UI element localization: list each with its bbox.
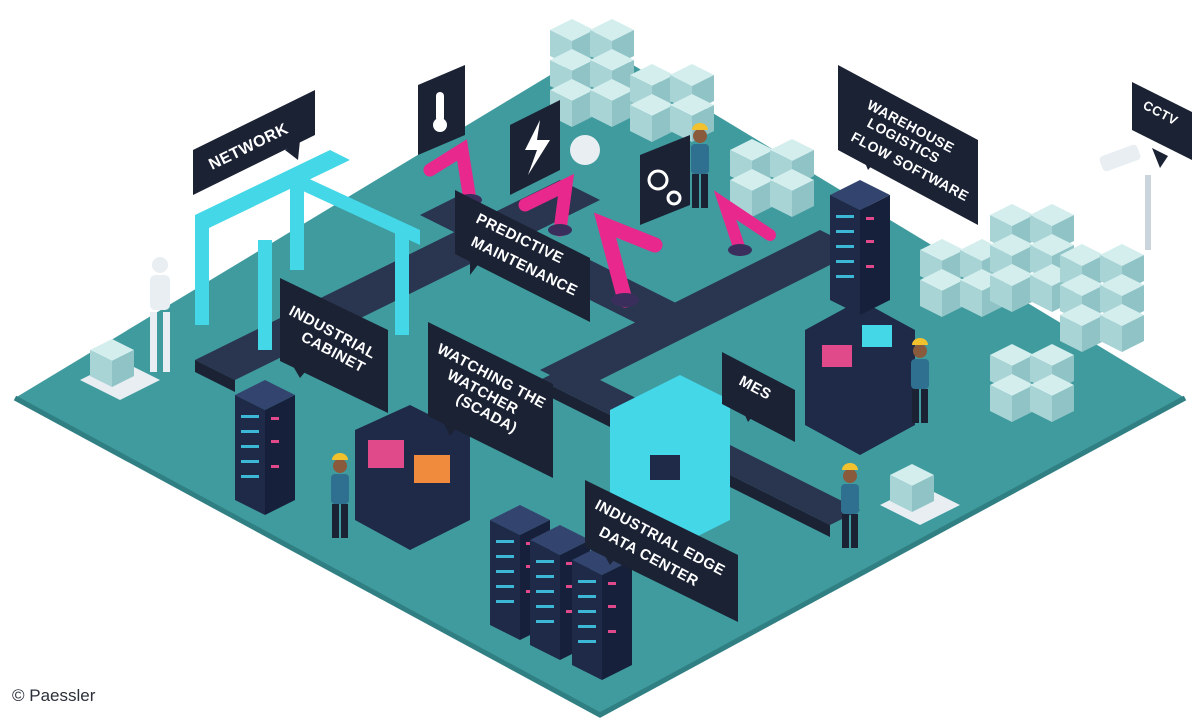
label-industrial-cabinet: INDUSTRIAL CABINET <box>280 278 388 413</box>
control-desk-right <box>805 300 915 455</box>
humanoid-robot <box>150 257 170 372</box>
gantry-frame <box>195 150 420 350</box>
control-desk-scada <box>355 405 470 550</box>
factory-floor-edge <box>13 395 1187 718</box>
copyright-credit: © Paessler <box>12 686 96 705</box>
thermometer-icon <box>418 65 465 155</box>
gears-icon <box>640 135 690 225</box>
lightning-icon <box>510 100 560 195</box>
robot-arms <box>423 139 776 308</box>
label-cctv: CCTV <box>1132 82 1192 168</box>
network-hub-icon <box>570 135 600 165</box>
server-rack-warehouse <box>830 180 890 315</box>
cart <box>80 339 160 400</box>
cctv-camera-icon <box>1099 144 1151 250</box>
cart <box>880 464 960 525</box>
label-mes: MES <box>722 352 795 442</box>
server-rack-cabinet <box>235 380 295 515</box>
